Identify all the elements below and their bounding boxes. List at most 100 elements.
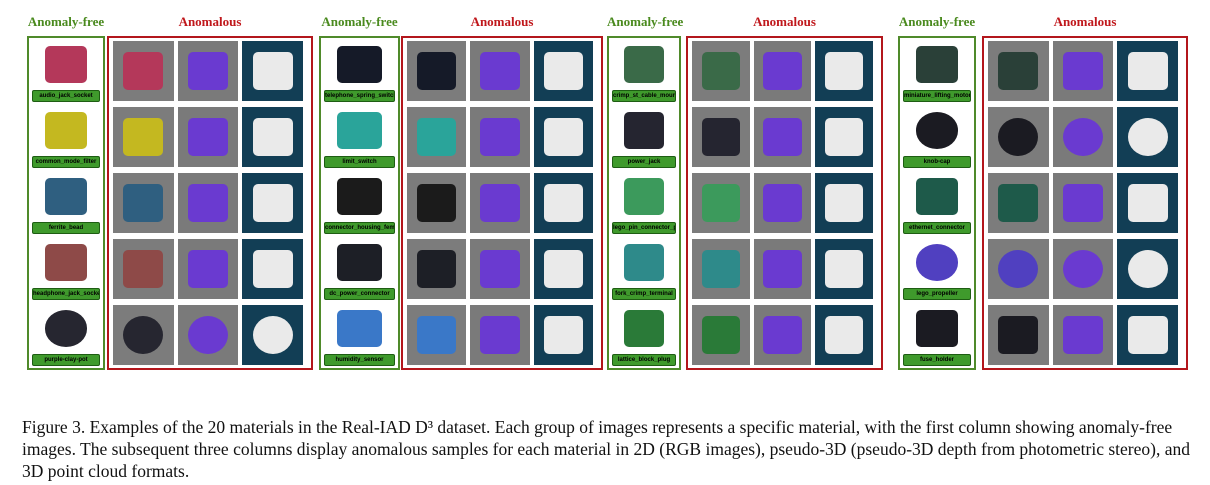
pseudo3d-anomaly-image xyxy=(1052,41,1114,101)
anomaly-object xyxy=(123,249,164,289)
rgb-anomaly-image xyxy=(113,239,174,299)
anomaly-object xyxy=(701,117,740,157)
material-object xyxy=(915,178,959,215)
rgb-anomaly-image xyxy=(692,41,750,101)
rgb-anomaly-image xyxy=(113,107,174,167)
anomaly-object xyxy=(763,315,802,355)
anomaly-object xyxy=(763,249,802,289)
anomaly-object xyxy=(252,183,293,223)
material-label: lego_pin_connector_plate xyxy=(612,222,676,234)
pointcloud-anomaly-image xyxy=(533,239,593,299)
anomaly-object xyxy=(543,51,583,91)
material-photo xyxy=(613,40,675,89)
pointcloud-anomaly-image xyxy=(242,41,303,101)
pointcloud-anomaly-image xyxy=(242,239,303,299)
material-label: audio_jack_socket xyxy=(32,90,100,102)
pseudo3d-anomaly-image xyxy=(470,173,530,233)
rgb-anomaly-image xyxy=(692,239,750,299)
pointcloud-anomaly-image xyxy=(242,173,303,233)
material-sample: ethernet_connector xyxy=(900,170,974,236)
anomaly-object xyxy=(701,183,740,223)
pseudo3d-anomaly-image xyxy=(470,107,530,167)
material-label: knob-cap xyxy=(903,156,971,168)
material-sample: humidity_sensor xyxy=(321,302,398,368)
material-photo xyxy=(33,106,99,155)
anomaly-object xyxy=(480,51,520,91)
anomaly-object xyxy=(998,51,1039,91)
anomaly-object xyxy=(1127,249,1168,289)
material-photo xyxy=(325,304,394,353)
anomaly-object xyxy=(1127,117,1168,157)
rgb-anomaly-image xyxy=(113,305,174,365)
material-object xyxy=(624,46,664,83)
material-photo xyxy=(613,172,675,221)
anomaly-object xyxy=(1062,117,1103,157)
material-label: power_jack xyxy=(612,156,676,168)
anomaly-object xyxy=(187,315,228,355)
rgb-anomaly-image xyxy=(692,305,750,365)
anomaly-object xyxy=(763,51,802,91)
pseudo3d-anomaly-image xyxy=(470,305,530,365)
anomaly-object xyxy=(417,315,457,355)
anomaly-object xyxy=(480,315,520,355)
material-label: lattice_block_plug xyxy=(612,354,676,366)
material-photo xyxy=(33,172,99,221)
anomaly-object xyxy=(123,117,164,157)
rgb-anomaly-image xyxy=(988,173,1049,233)
material-photo xyxy=(325,172,394,221)
anomaly-object xyxy=(187,51,228,91)
rgb-anomaly-image xyxy=(407,239,467,299)
pointcloud-anomaly-image xyxy=(1117,305,1178,365)
rgb-anomaly-image xyxy=(407,173,467,233)
anomaly-object xyxy=(252,117,293,157)
anomaly-object xyxy=(187,117,228,157)
anomaly-object xyxy=(825,117,864,157)
anomalous-columns xyxy=(982,36,1188,370)
material-photo xyxy=(904,304,970,353)
anomaly-object xyxy=(480,183,520,223)
material-object xyxy=(337,178,382,215)
material-label: limit_switch xyxy=(324,156,395,168)
material-photo xyxy=(904,40,970,89)
rgb-anomaly-image xyxy=(407,305,467,365)
material-label: headphone_jack_socket xyxy=(32,288,100,300)
anomaly-object xyxy=(123,51,164,91)
rgb-anomaly-image xyxy=(407,41,467,101)
material-sample: limit_switch xyxy=(321,104,398,170)
pseudo3d-anomaly-image xyxy=(177,41,239,101)
material-object xyxy=(915,46,959,83)
pseudo3d-anomaly-image xyxy=(1052,305,1114,365)
material-label: crimp_st_cable_mount_box xyxy=(612,90,676,102)
material-photo xyxy=(904,106,970,155)
header-anomaly-free: Anomaly-free xyxy=(27,14,105,29)
material-sample: dc_power_connector xyxy=(321,236,398,302)
anomaly-object xyxy=(543,249,583,289)
header-anomalous: Anomalous xyxy=(1053,14,1117,29)
material-label: ethernet_connector xyxy=(903,222,971,234)
anomaly-object xyxy=(252,51,293,91)
rgb-anomaly-image xyxy=(988,305,1049,365)
material-sample: crimp_st_cable_mount_box xyxy=(609,38,679,104)
material-photo xyxy=(33,40,99,89)
material-label: purple-clay-pot xyxy=(32,354,100,366)
pointcloud-anomaly-image xyxy=(533,41,593,101)
pseudo3d-anomaly-image xyxy=(753,107,812,167)
pseudo3d-anomaly-image xyxy=(1052,107,1114,167)
material-object xyxy=(337,46,382,83)
anomaly-object xyxy=(763,183,802,223)
anomaly-object xyxy=(123,315,164,355)
material-sample: audio_jack_socket xyxy=(29,38,103,104)
material-photo xyxy=(904,238,970,287)
anomaly-object xyxy=(998,117,1039,157)
anomaly-object xyxy=(1062,315,1103,355)
material-object xyxy=(44,112,88,149)
pseudo3d-anomaly-image xyxy=(177,107,239,167)
material-label: fork_crimp_terminal xyxy=(612,288,676,300)
anomaly-object xyxy=(417,117,457,157)
anomaly-object xyxy=(1127,183,1168,223)
material-object xyxy=(44,244,88,281)
material-object xyxy=(44,178,88,215)
anomaly-object xyxy=(1127,51,1168,91)
anomaly-object xyxy=(1062,183,1103,223)
